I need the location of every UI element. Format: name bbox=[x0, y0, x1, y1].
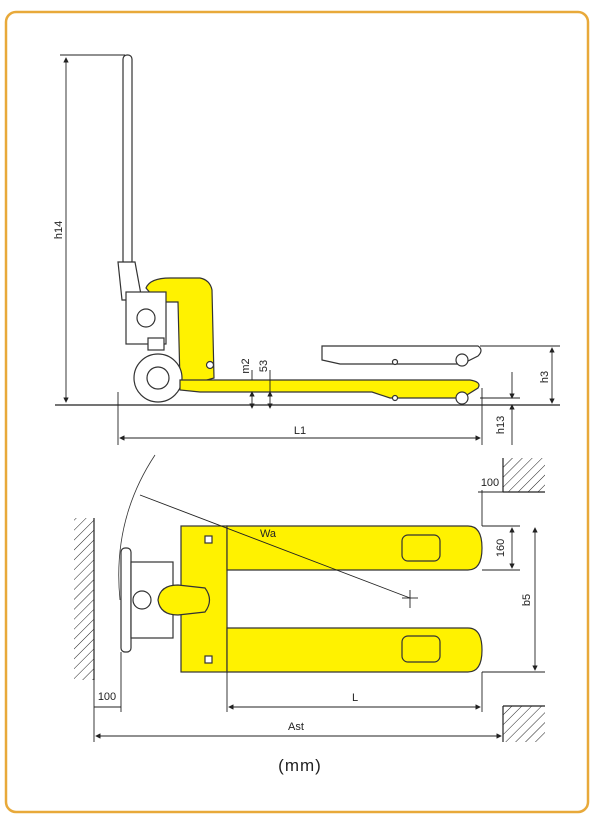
side-view: h14 m2 53 h3 h13 L1 bbox=[53, 54, 560, 445]
left-wall-hatch bbox=[74, 518, 94, 680]
axle-bolt-icon bbox=[205, 360, 215, 370]
b5-label: b5 bbox=[521, 594, 533, 606]
pump-head bbox=[157, 584, 211, 616]
top-view: Wa 100 160 b5 100 L Ast bbox=[74, 454, 545, 742]
raised-fork-bolt bbox=[391, 358, 399, 366]
h14-label: h14 bbox=[53, 221, 65, 239]
dim-53-label: 53 bbox=[258, 360, 270, 372]
wa-line bbox=[139, 494, 411, 599]
left-clearance-label: 100 bbox=[98, 691, 116, 703]
fork-raised bbox=[321, 345, 482, 365]
h3-label: h3 bbox=[539, 371, 551, 383]
l-label: L bbox=[352, 692, 358, 704]
load-roller-raised bbox=[455, 353, 469, 367]
unit-label: (mm) bbox=[278, 756, 322, 775]
top-clearance-label: 100 bbox=[481, 477, 499, 489]
bottom-right-wall-hatch bbox=[503, 706, 545, 742]
top-roller-upper bbox=[401, 534, 441, 562]
pump-gear-icon bbox=[136, 308, 156, 328]
turning-arc bbox=[118, 454, 156, 601]
frame-border bbox=[4, 10, 590, 814]
wa-label: Wa bbox=[260, 528, 277, 540]
pump-detail bbox=[147, 337, 165, 351]
h13-label: h13 bbox=[495, 416, 507, 434]
steer-wheel-hub bbox=[146, 366, 170, 390]
l1-label: L1 bbox=[294, 425, 306, 437]
ast-label: Ast bbox=[288, 721, 304, 733]
load-roller-lowered bbox=[455, 391, 469, 405]
top-roller-lower bbox=[401, 635, 441, 663]
top-fork-lower bbox=[226, 627, 483, 673]
top-right-wall-hatch bbox=[503, 458, 545, 492]
handle-bar bbox=[122, 54, 133, 266]
fork-bolt bbox=[391, 394, 399, 402]
m2-label: m2 bbox=[240, 358, 252, 373]
fork-width-label: 160 bbox=[495, 539, 507, 557]
pump-top-gear-icon bbox=[132, 590, 152, 610]
handle-plate bbox=[120, 547, 132, 653]
fork-lowered bbox=[179, 379, 480, 399]
